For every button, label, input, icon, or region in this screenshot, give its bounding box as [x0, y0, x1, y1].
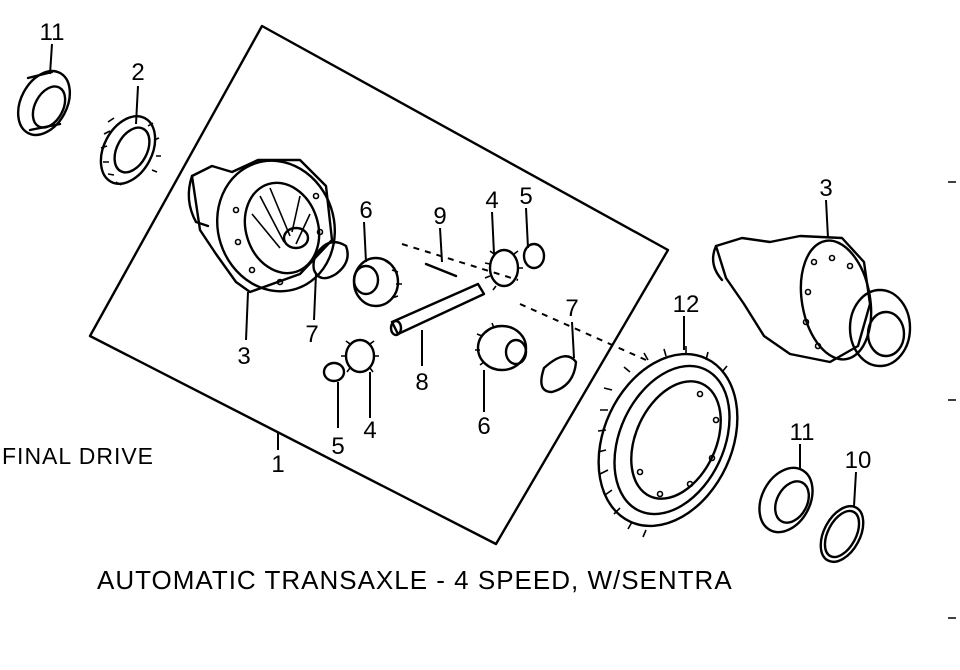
callout-10-shim: 10	[845, 447, 872, 474]
seal-top-left	[16, 69, 72, 137]
callout-2-bearing: 2	[131, 59, 144, 86]
callout-6-side-gear-bottom: 6	[477, 413, 490, 440]
section-label: FINAL DRIVE	[2, 443, 155, 469]
callout-8-shaft: 8	[415, 369, 428, 396]
pinion-gear-bottom	[341, 338, 379, 374]
callout-11-seal-right: 11	[790, 419, 815, 446]
callout-7-washer: 7	[305, 321, 318, 348]
callout-3-case: 3	[237, 343, 250, 370]
callout-4-pinion-bottom: 4	[363, 417, 376, 444]
lock-pin	[424, 262, 458, 278]
callout-9-lock-pin: 9	[433, 203, 446, 230]
diagram-title: AUTOMATIC TRANSAXLE - 4 SPEED, W/SENTRA	[97, 565, 733, 595]
callout-1-assembly: 1	[271, 451, 284, 478]
callout-5-washer: 5	[519, 183, 532, 210]
page-edge-ticks	[948, 181, 956, 619]
side-gear-top	[352, 256, 402, 308]
seal-right	[758, 466, 814, 534]
callout-3-case-right: 3	[819, 175, 832, 202]
callout-7-washer-right: 7	[565, 295, 578, 322]
leader-lines	[49, 43, 857, 507]
alignment-line-lower	[519, 303, 647, 361]
pinion-gear-top	[484, 248, 523, 291]
callout-4-pinion: 4	[485, 187, 498, 214]
callout-12-ring-gear: 12	[673, 291, 700, 318]
differential-case-assembled	[711, 234, 912, 368]
thrust-washer-left	[312, 240, 349, 280]
callout-11-seal: 11	[40, 19, 65, 46]
assembly-outline	[88, 24, 670, 546]
shim	[819, 504, 865, 564]
bearing	[99, 115, 161, 186]
alignment-line-upper	[401, 243, 519, 281]
pinion-washer-top	[522, 242, 546, 270]
callout-5-washer-bottom: 5	[331, 433, 344, 460]
ring-gear	[597, 346, 739, 538]
differential-case	[187, 158, 337, 294]
thrust-washer-right	[540, 355, 578, 394]
callout-6-side-gear: 6	[359, 197, 372, 224]
pinion-washer-bottom	[322, 361, 346, 383]
pinion-shaft	[389, 282, 486, 337]
side-gear-bottom	[475, 322, 528, 372]
